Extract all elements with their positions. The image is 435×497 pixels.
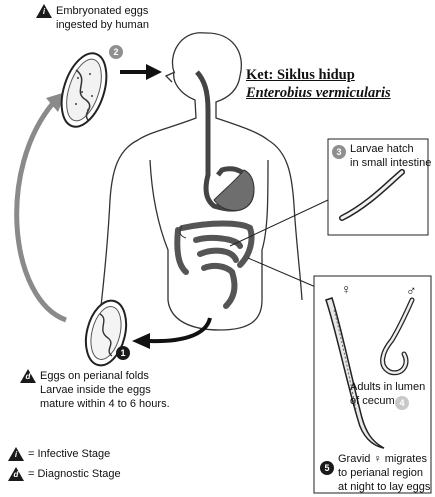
female-symbol: ♀ xyxy=(341,281,352,297)
male-symbol: ♂ xyxy=(406,282,417,298)
cycle-arrow-up xyxy=(14,92,67,323)
pointer-line-3 xyxy=(229,199,329,247)
adult-worm-panel xyxy=(313,275,432,494)
infective-stage-marker: i xyxy=(36,4,52,18)
embryonated-egg-illustration xyxy=(60,52,108,128)
step-5-badge: 5 xyxy=(320,461,334,475)
step-2-badge: 2 xyxy=(109,45,123,59)
step-1-label: Eggs on perianal folds Larvae inside the… xyxy=(40,370,170,410)
step-4-label: Adults in lumen of cecum xyxy=(350,381,426,407)
step-2-label: Embryonated eggs ingested by human xyxy=(56,5,149,31)
legend-infective-marker: i xyxy=(8,447,24,461)
step-3-label: Larvae hatch in small intestine xyxy=(350,143,432,169)
step-3-badge: 3 xyxy=(332,145,346,159)
legend-diagnostic-label: = Diagnostic Stage xyxy=(28,468,121,480)
pointer-line-4 xyxy=(247,257,319,289)
digestive-tract xyxy=(174,70,255,309)
diagnostic-stage-marker: d xyxy=(20,369,36,383)
step-1-badge: 1 xyxy=(116,346,130,360)
title-line-2: Enterobius vermicularis xyxy=(246,85,391,101)
arrow-to-mouth xyxy=(120,64,162,80)
title-line-1: Ket: Siklus hidup xyxy=(246,67,355,83)
legend-diagnostic-marker: d xyxy=(8,467,24,481)
diagram-title: Ket: Siklus hidup Enterobius vermiculari… xyxy=(246,66,391,102)
legend-infective-label: = Infective Stage xyxy=(28,448,111,460)
female-worm-illustration xyxy=(325,297,385,449)
step-5-label: Gravid ♀ migrates to perianal region at … xyxy=(338,453,431,493)
arrow-to-perianal-egg xyxy=(132,317,212,349)
step-4-badge: 4 xyxy=(395,396,409,410)
